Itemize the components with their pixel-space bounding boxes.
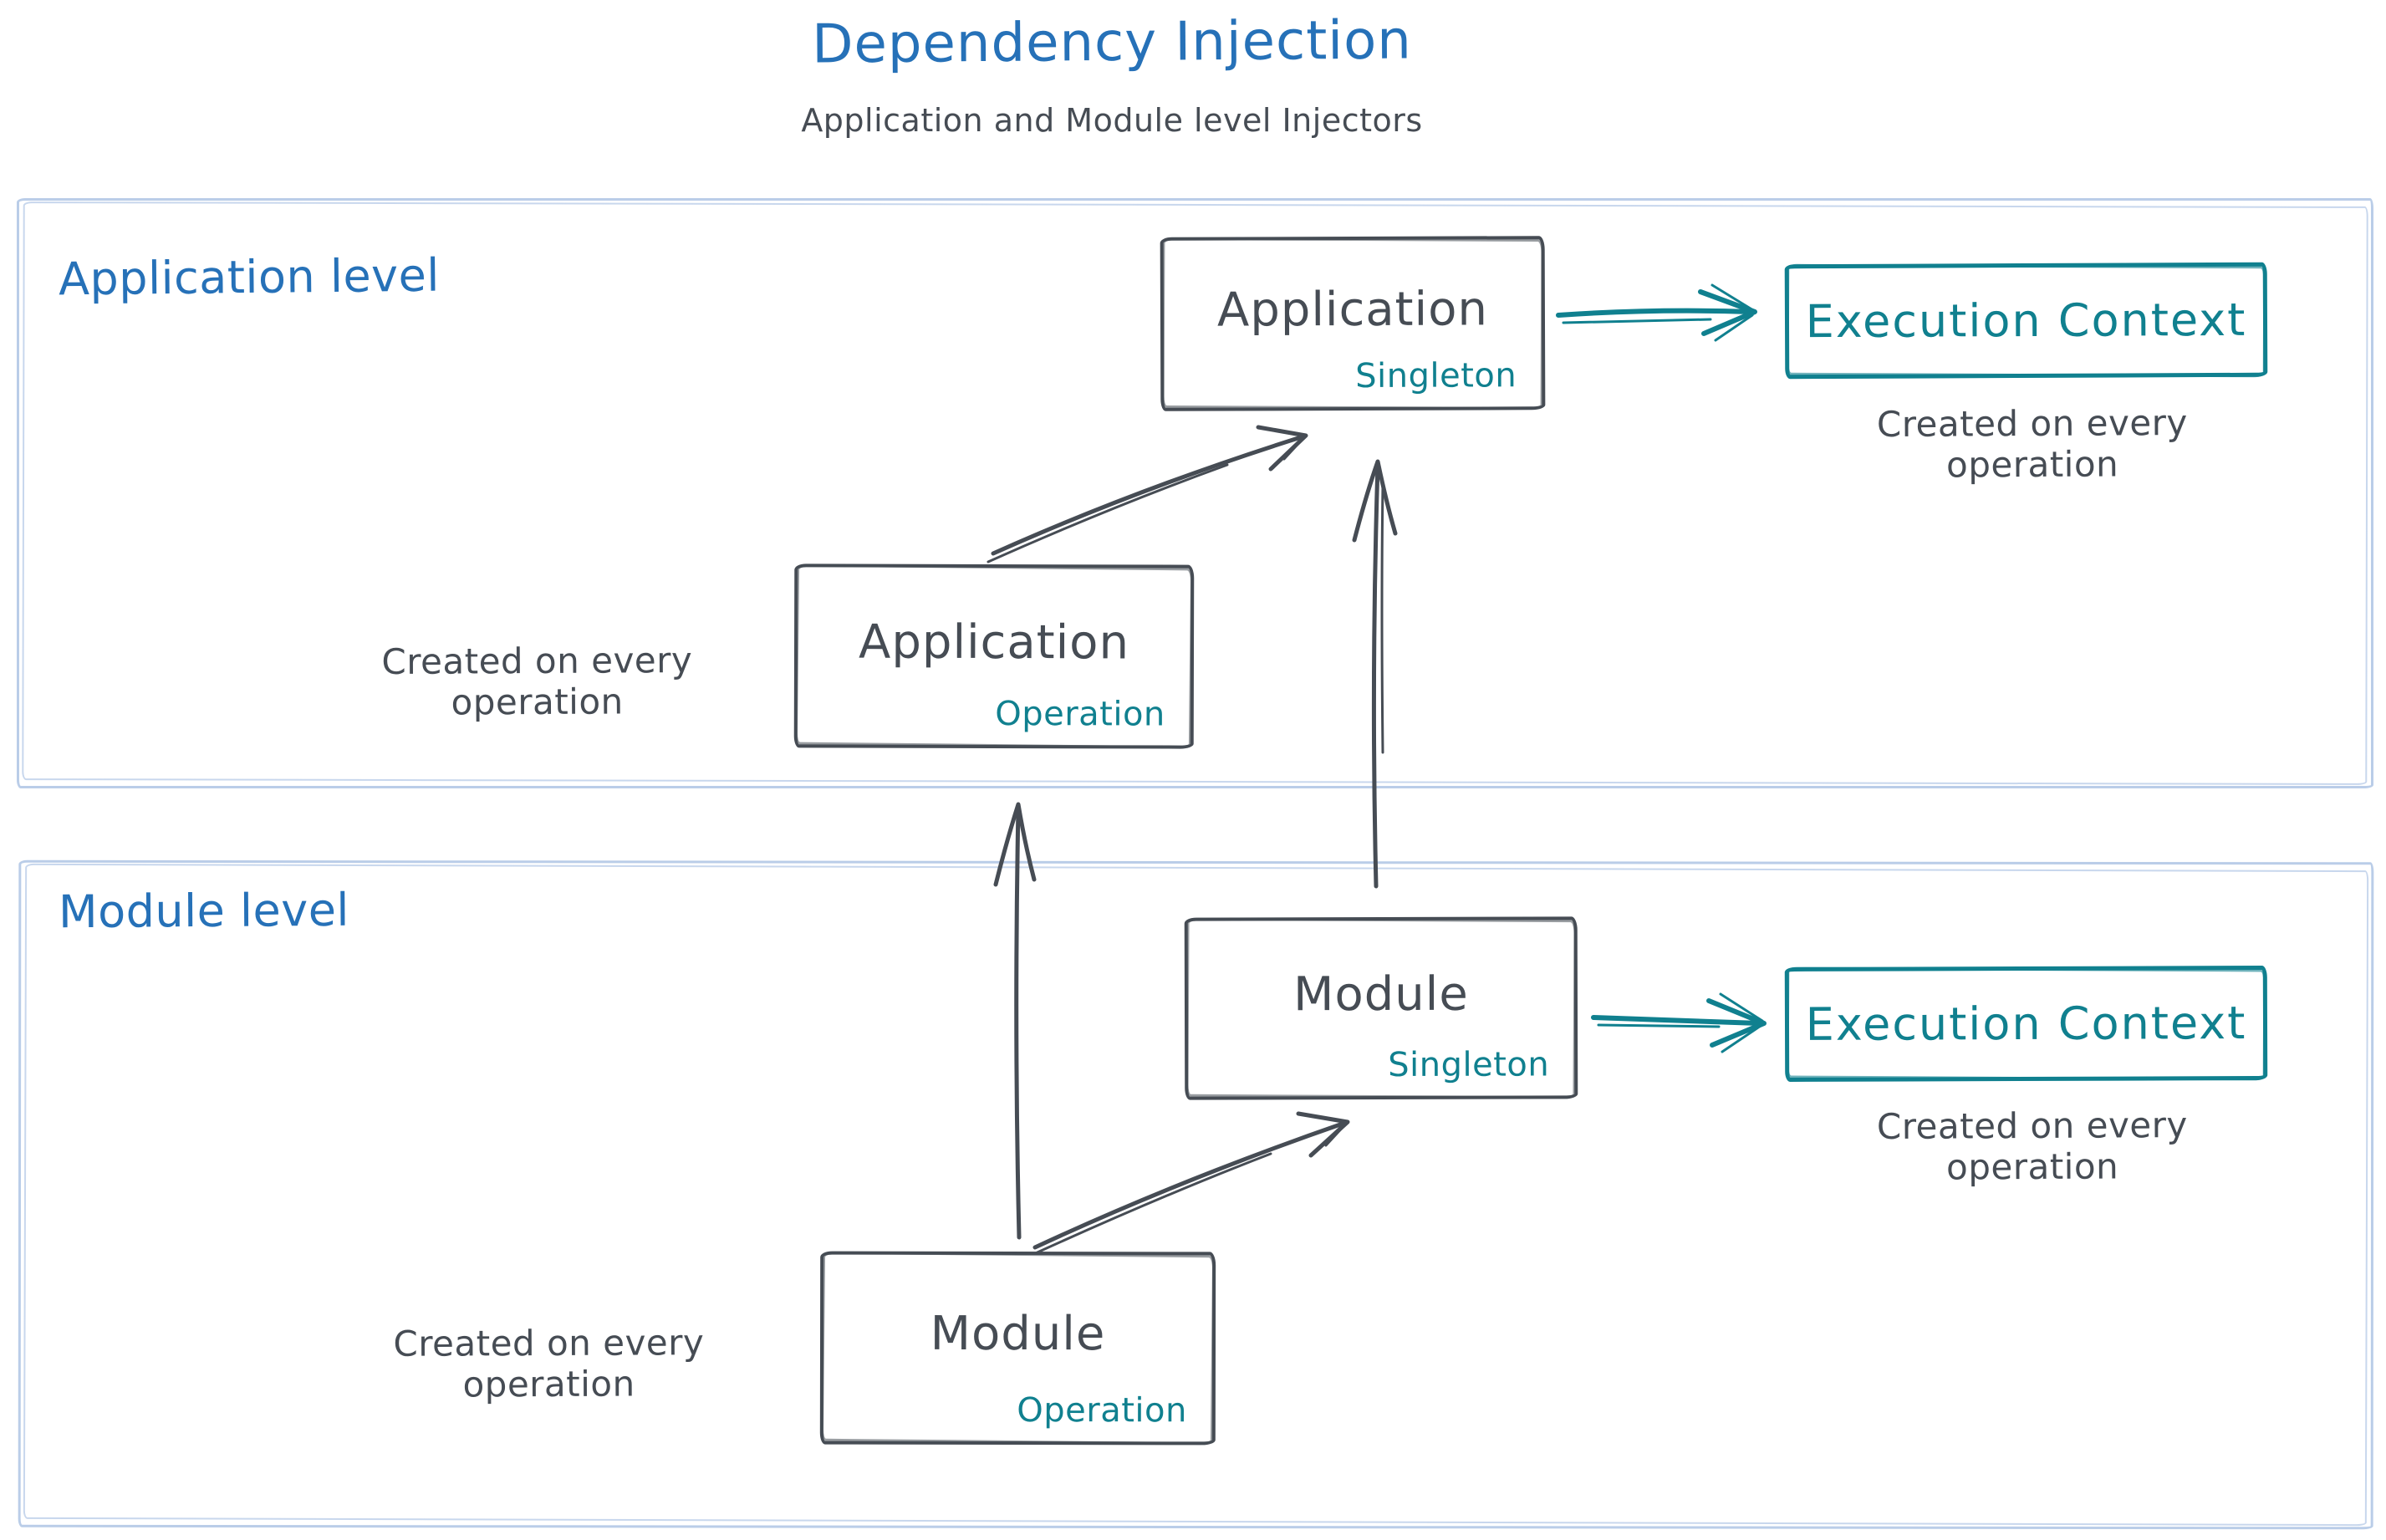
module-execution-context-caption: Created on every operation <box>1876 1104 2188 1188</box>
app-singleton-box: Application Singleton <box>1160 236 1546 411</box>
module-level-label: Module level <box>58 883 350 939</box>
app-operation-title: Application <box>859 614 1130 670</box>
application-level-label: Application level <box>58 248 441 306</box>
page-title: Dependency Injection <box>811 9 1413 76</box>
app-singleton-badge: Singleton <box>1355 356 1517 395</box>
app-execution-context-label: Execution Context <box>1805 293 2247 349</box>
module-execution-context-label: Execution Context <box>1805 997 2247 1051</box>
module-execution-context-box: Execution Context <box>1784 965 2268 1083</box>
module-operation-box: Module Operation <box>819 1251 1216 1446</box>
module-operation-title: Module <box>930 1306 1106 1362</box>
module-singleton-title: Module <box>1293 966 1469 1022</box>
app-execution-context-caption: Created on every operation <box>1876 402 2188 486</box>
application-level-container <box>17 198 2373 788</box>
page-subtitle: Application and Module level Injectors <box>801 102 1423 139</box>
module-singleton-badge: Singleton <box>1388 1045 1550 1084</box>
app-singleton-title: Application <box>1216 281 1489 338</box>
module-operation-caption: Created on every operation <box>393 1322 705 1405</box>
app-operation-caption: Created on every operation <box>381 640 693 723</box>
module-operation-badge: Operation <box>1017 1390 1187 1430</box>
app-execution-context-box: Execution Context <box>1784 262 2268 380</box>
app-operation-box: Application Operation <box>793 563 1195 749</box>
app-operation-badge: Operation <box>995 695 1165 734</box>
module-singleton-box: Module Singleton <box>1184 916 1578 1100</box>
diagram-header: Dependency Injection Application and Mod… <box>736 9 1488 139</box>
